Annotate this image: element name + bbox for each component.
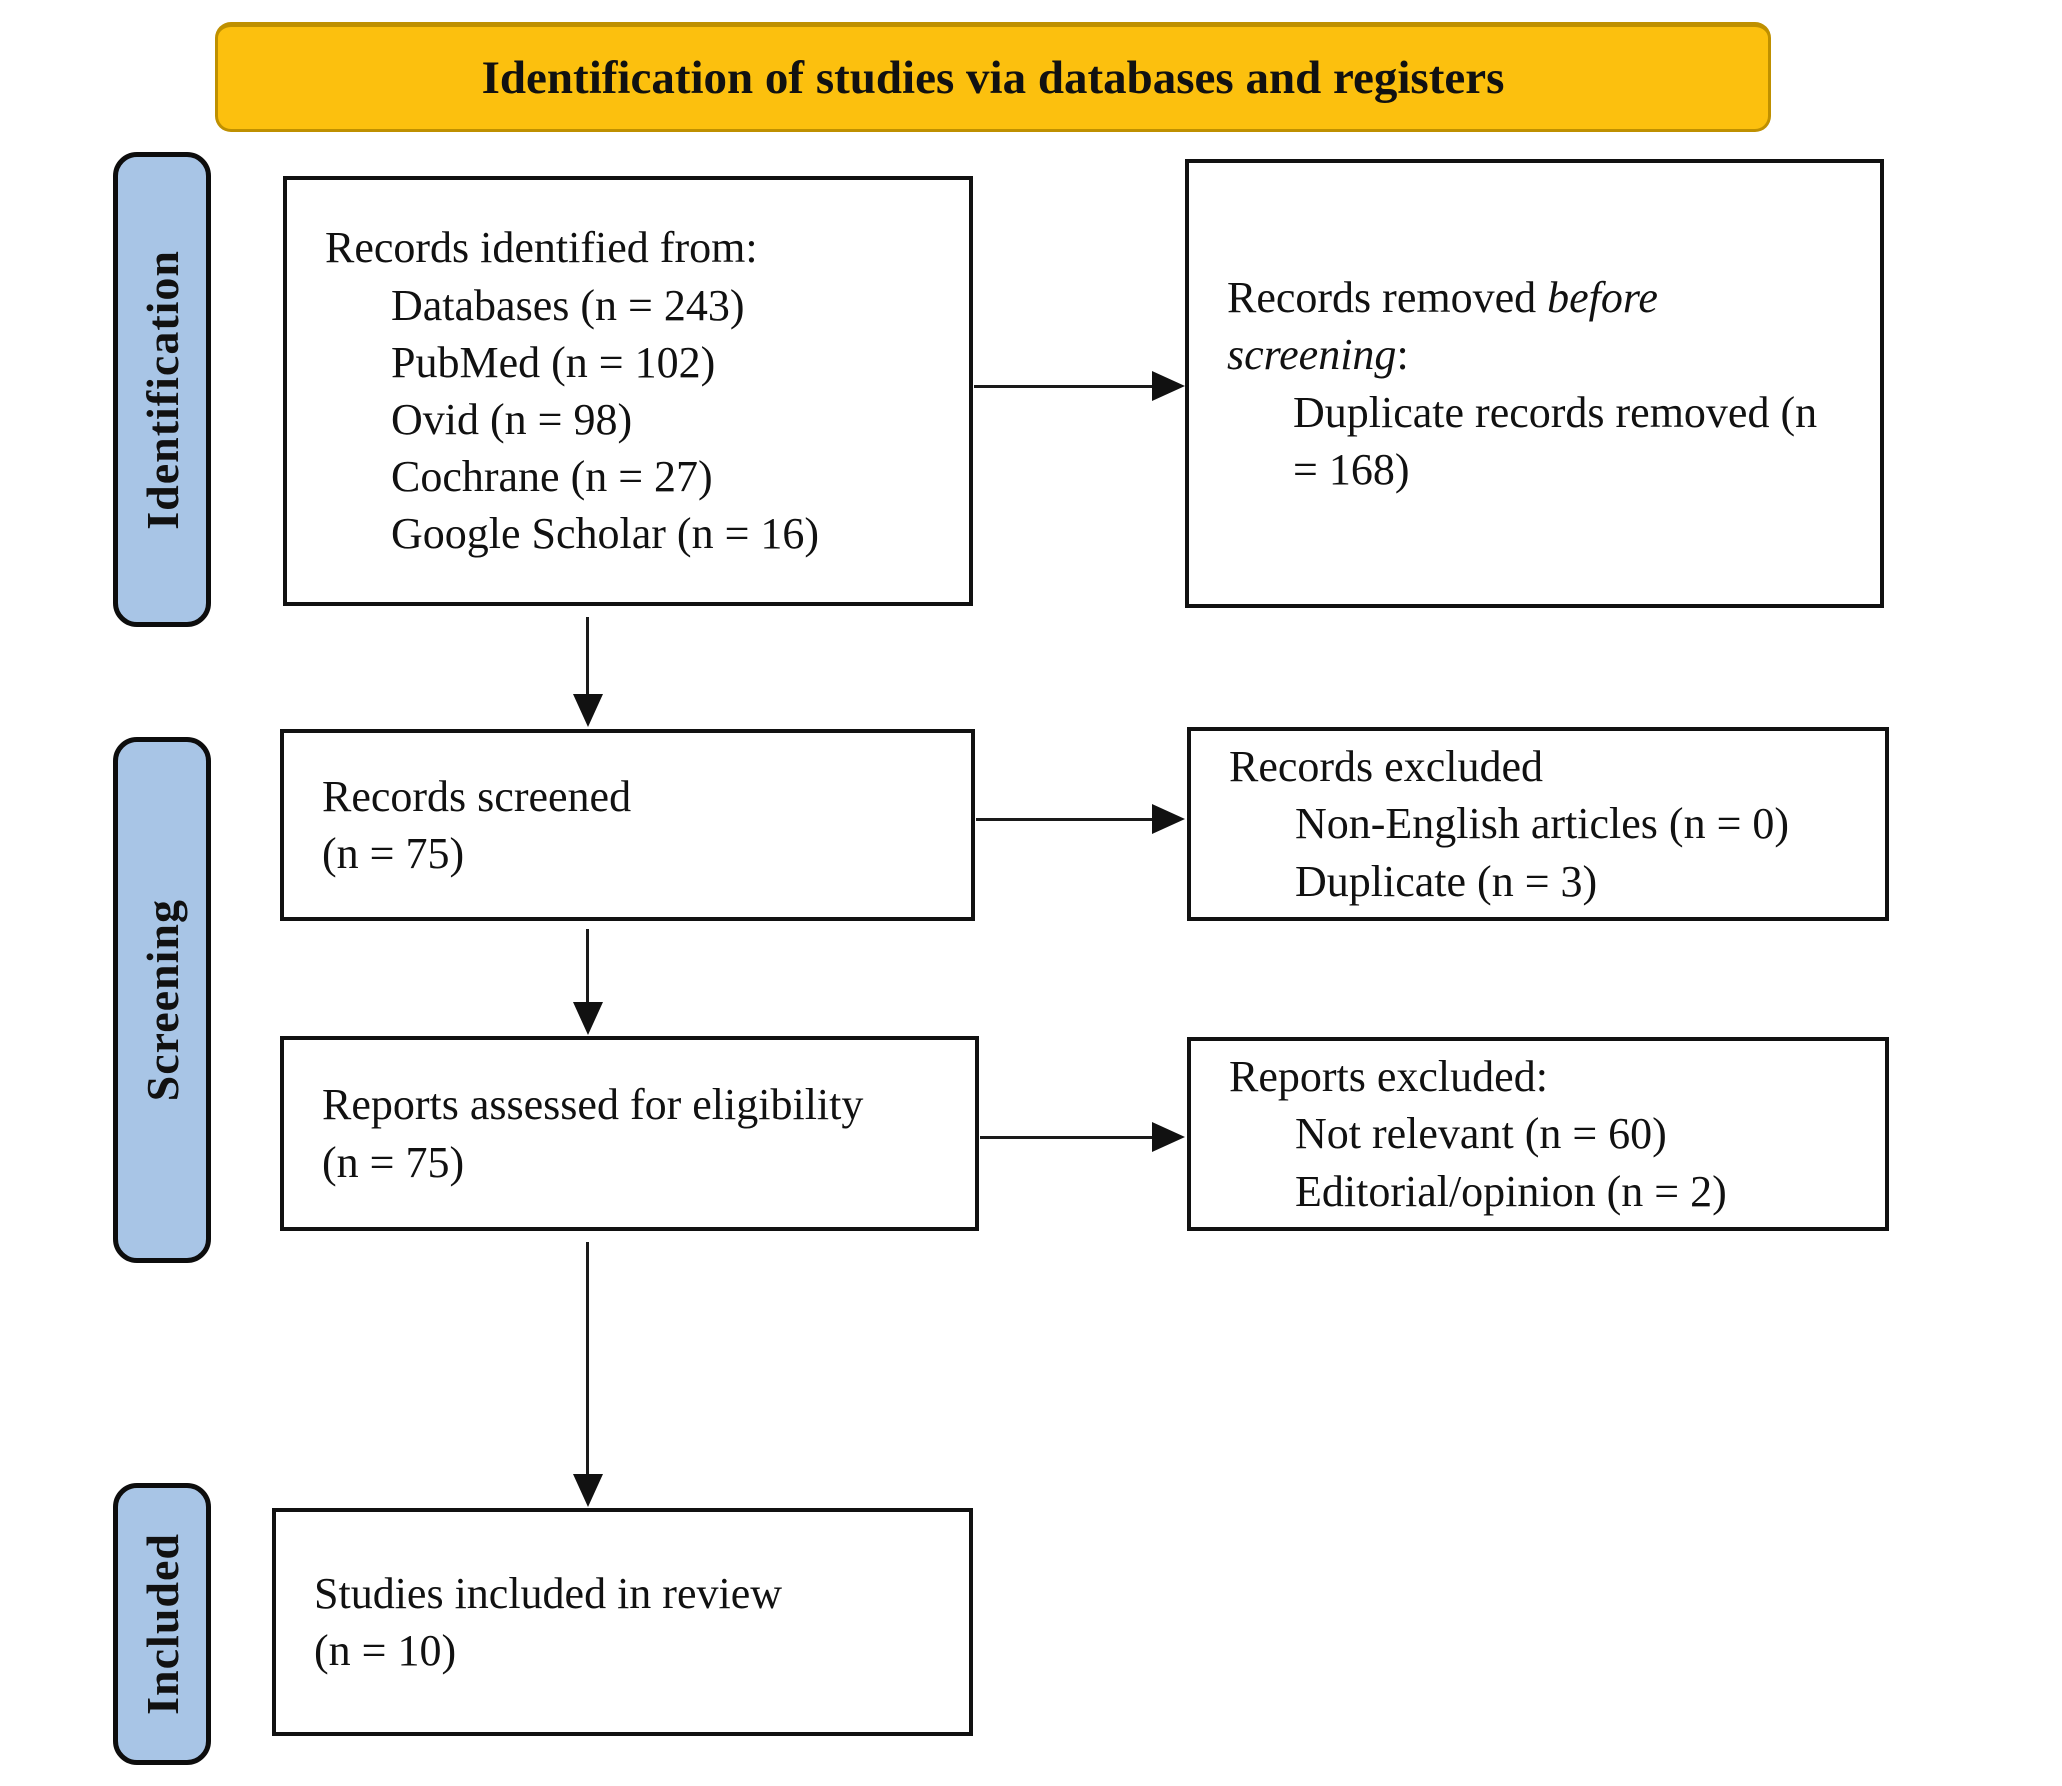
arrow-screened-to-excluded-head	[1152, 804, 1185, 834]
stage-identification: Identification	[113, 152, 211, 627]
arrow-identified-to-screened-line	[586, 617, 589, 697]
arrow-identified-to-screened-head	[573, 694, 603, 727]
arrow-screened-to-assessed-line	[586, 929, 589, 1005]
reports-assessed-line1: Reports assessed for eligibility	[322, 1080, 864, 1130]
reports-assessed-line2: (n = 75)	[322, 1137, 465, 1187]
records-screened-line1: Records screened	[322, 771, 632, 821]
records-removed-box: Records removed before screening: Duplic…	[1185, 159, 1884, 608]
reports-excluded-title: Reports excluded:	[1229, 1052, 1548, 1102]
arrow-screened-to-excluded-line	[976, 818, 1154, 821]
arrow-identified-to-removed-head	[1152, 371, 1185, 401]
stage-screening-label: Screening	[136, 898, 188, 1102]
arrow-screened-to-assessed-head	[573, 1002, 603, 1035]
records-screened-line2: (n = 75)	[322, 829, 465, 878]
arrow-assessed-to-included-line	[586, 1242, 589, 1477]
records-removed-title-line1-italic: before	[1547, 273, 1658, 323]
identified-item-ovid: Ovid (n = 98)	[391, 395, 633, 444]
identified-item-databases: Databases (n = 243)	[391, 280, 745, 330]
arrow-assessed-to-reports-excluded-line	[980, 1136, 1154, 1139]
records-identified-title: Records identified from:	[325, 223, 758, 273]
arrow-identified-to-removed-line	[974, 385, 1154, 388]
stage-identification-label: Identification	[136, 249, 188, 530]
identified-item-cochrane: Cochrane (n = 27)	[391, 452, 713, 502]
records-removed-title-line2-regular: :	[1396, 330, 1409, 380]
stage-included: Included	[113, 1483, 211, 1765]
records-excluded-item-non-english: Non-English articles (n = 0)	[1295, 799, 1790, 849]
studies-included-line1: Studies included in review	[314, 1568, 783, 1618]
identified-item-google-scholar: Google Scholar (n = 16)	[391, 509, 820, 559]
records-removed-title-line2-italic: screening	[1227, 330, 1397, 380]
identified-item-pubmed: PubMed (n = 102)	[391, 337, 716, 387]
reports-excluded-item-not-relevant: Not relevant (n = 60)	[1295, 1109, 1667, 1159]
records-identified-box: Records identified from: Databases (n = …	[283, 176, 973, 606]
reports-excluded-item-editorial: Editorial/opinion (n = 2)	[1295, 1166, 1727, 1216]
studies-included-box: Studies included in review (n = 10)	[272, 1508, 973, 1736]
studies-included-line2: (n = 10)	[314, 1626, 457, 1675]
stage-screening: Screening	[113, 737, 211, 1263]
arrow-assessed-to-reports-excluded-head	[1152, 1122, 1185, 1152]
records-screened-box: Records screened (n = 75)	[280, 729, 975, 921]
records-removed-title-line1-regular: Records removed	[1227, 273, 1548, 323]
records-removed-title: Records removed before screening:	[1227, 269, 1852, 383]
records-excluded-item-duplicate: Duplicate (n = 3)	[1295, 856, 1598, 906]
records-excluded-title: Records excluded	[1229, 742, 1543, 792]
records-excluded-box: Records excluded Non-English articles (n…	[1187, 727, 1889, 921]
arrow-assessed-to-included-head	[573, 1474, 603, 1507]
removed-item-duplicates: Duplicate records removed (n = 168)	[1293, 387, 1818, 494]
reports-excluded-box: Reports excluded: Not relevant (n = 60) …	[1187, 1037, 1889, 1231]
stage-included-label: Included	[136, 1533, 188, 1715]
banner-title: Identification of studies via databases …	[481, 52, 1505, 104]
reports-assessed-box: Reports assessed for eligibility (n = 75…	[280, 1036, 979, 1231]
banner-identification-of-studies: Identification of studies via databases …	[215, 22, 1771, 132]
